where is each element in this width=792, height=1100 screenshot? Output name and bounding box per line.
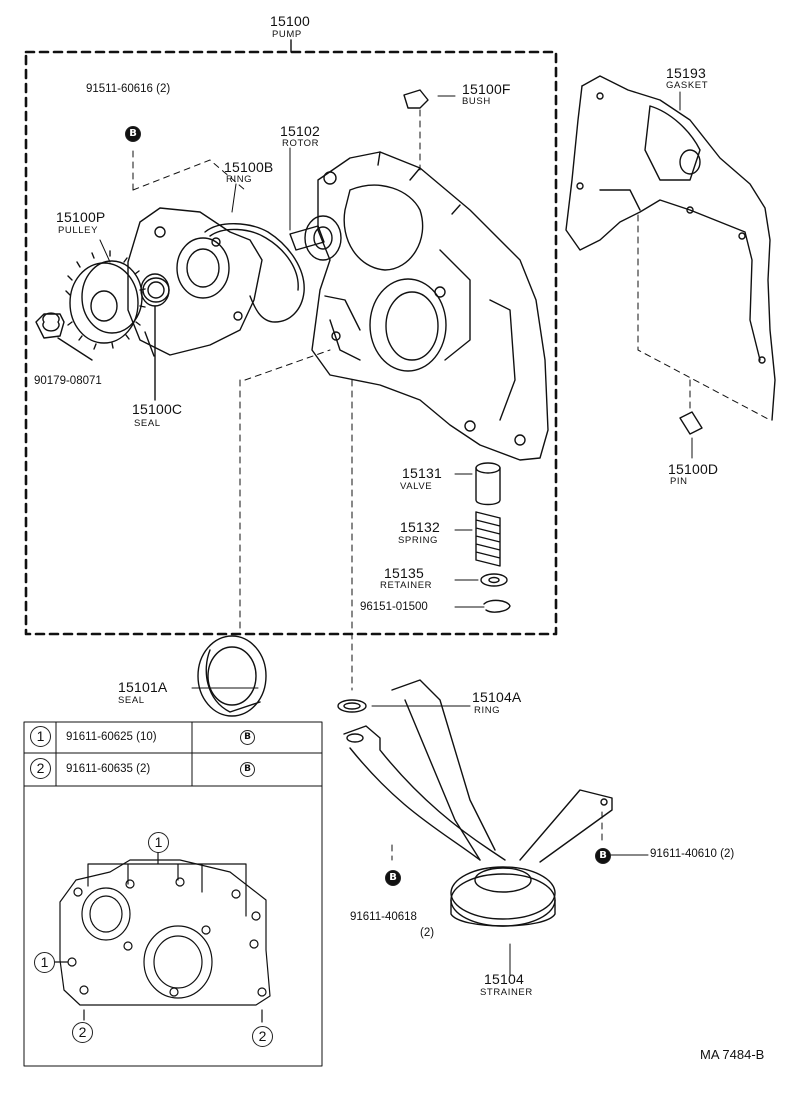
pump-body-drawing xyxy=(311,151,549,461)
callout-2-left: 2 xyxy=(72,1022,93,1043)
ring-a-number: 15104A xyxy=(472,689,522,705)
bolt-b-mark: B xyxy=(125,126,141,142)
legend-part-1: 91611-60625 (10) xyxy=(66,731,157,743)
strainer-bolt-b-mark-left: B xyxy=(385,870,401,886)
pin-number: 15100D xyxy=(668,461,719,477)
spring-number: 15132 xyxy=(400,519,440,535)
gasket-name: GASKET xyxy=(666,80,709,91)
bolt-91611-40610-label: 91611-40610 (2) xyxy=(650,848,735,860)
strainer-name: STRAINER xyxy=(480,987,533,998)
legend-ref-2: 2 xyxy=(30,758,51,779)
spring-drawing xyxy=(475,511,501,567)
gasket-drawing xyxy=(565,75,776,421)
rotor-name: ROTOR xyxy=(282,138,320,149)
legend-table-frame xyxy=(23,721,323,1067)
legend-part-2: 91611-60635 (2) xyxy=(66,763,151,775)
leader-lines xyxy=(99,91,693,976)
legend-ref-1: 1 xyxy=(30,726,51,747)
assembly-lines xyxy=(132,109,771,861)
pin-name: PIN xyxy=(670,476,688,487)
bolt-91511-label: 91511-60616 (2) xyxy=(86,83,171,95)
legend-pump-drawing xyxy=(47,851,271,1023)
strainer-number: 15104 xyxy=(484,971,524,987)
ring-b-number: 15100B xyxy=(224,159,274,175)
o-ring-drawing xyxy=(204,223,305,323)
bolt-91611-40618-label: 91611-40618 xyxy=(350,911,417,923)
bush-drawing xyxy=(403,89,429,109)
bolt-96151-label: 96151-01500 xyxy=(360,601,428,613)
legend-mark-2: B xyxy=(240,762,255,777)
pump-name: PUMP xyxy=(272,29,302,40)
clip-drawing xyxy=(483,599,511,613)
pump-number: 15100 xyxy=(270,13,310,29)
nut-drawing xyxy=(35,312,65,339)
seal-c-drawing xyxy=(140,273,170,401)
pin-drawing xyxy=(679,411,703,435)
footer-code: MA 7484-B xyxy=(700,1047,765,1062)
retainer-number: 15135 xyxy=(384,565,424,581)
callout-1-left: 1 xyxy=(34,952,55,973)
rotor-number: 15102 xyxy=(280,123,320,139)
seal-a-name: SEAL xyxy=(118,695,145,706)
valve-drawing xyxy=(475,462,501,506)
retainer-drawing xyxy=(480,573,508,587)
pulley-drawing xyxy=(65,250,146,350)
ring-b-name: RING xyxy=(226,174,253,185)
legend-mark-1: B xyxy=(240,730,255,745)
valve-name: VALVE xyxy=(400,481,433,492)
seal-c-number: 15100C xyxy=(132,401,183,417)
bush-name: BUSH xyxy=(462,96,491,107)
gasket-number: 15193 xyxy=(666,65,706,81)
pump-cover-drawing xyxy=(127,207,263,357)
pulley-name: PULLEY xyxy=(58,225,99,236)
rotor-drawing xyxy=(289,215,342,261)
ring-a-name: RING xyxy=(474,705,501,716)
spring-name: SPRING xyxy=(398,535,439,546)
strainer-drawing xyxy=(343,679,613,927)
retainer-name: RETAINER xyxy=(380,580,433,591)
strainer-bolt-b-mark-right: B xyxy=(595,848,611,864)
callout-2-right: 2 xyxy=(252,1026,273,1047)
seal-a-drawing xyxy=(197,635,267,717)
seal-c-name: SEAL xyxy=(134,418,161,429)
pulley-number: 15100P xyxy=(56,209,106,225)
seal-a-number: 15101A xyxy=(118,679,168,695)
ring-a-drawing xyxy=(337,699,367,713)
bolt-90179-label: 90179-08071 xyxy=(34,375,102,387)
valve-number: 15131 xyxy=(402,465,442,481)
bolt-91611-40618-qty: (2) xyxy=(420,927,435,939)
callout-1-top: 1 xyxy=(148,832,169,853)
bush-number: 15100F xyxy=(462,81,511,97)
